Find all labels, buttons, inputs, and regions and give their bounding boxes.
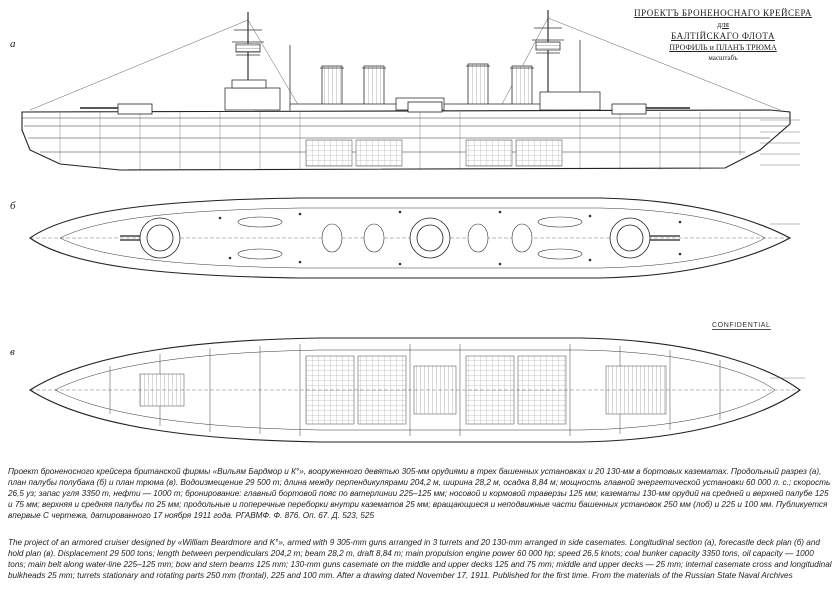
hull-profile: [21, 109, 791, 171]
title-line-1: ПРОЕКТЪ БРОНЕНОСНАГО КРЕЙСЕРА: [634, 8, 812, 18]
deck-funnels: [237, 216, 583, 260]
profile-view: [21, 10, 800, 171]
title-line-5: масштабъ: [708, 54, 738, 62]
ship-drawing: [21, 10, 805, 443]
deck-turrets: [120, 217, 680, 259]
hold-plan-view: [28, 337, 801, 443]
deck-plan-view: [29, 197, 792, 279]
title-line-4: ПРОФИЛЬ и ПЛАНЪ ТРЮМА: [669, 43, 777, 52]
boiler-rooms: [305, 139, 563, 167]
title-block: ПРОЕКТЪ БРОНЕНОСНАГО КРЕЙСЕРА для БАЛТІЙ…: [618, 8, 828, 62]
view-label-b: б: [10, 200, 16, 212]
caption-english: The project of an armored cruiser design…: [8, 538, 832, 581]
confidential-stamp: CONFIDENTIAL: [712, 322, 771, 330]
funnels: [320, 63, 534, 115]
caption-russian: Проект броненосного крейсера британской …: [8, 467, 831, 521]
title-line-2: для: [717, 20, 729, 29]
view-label-a: а: [10, 38, 16, 50]
main-mast: [499, 10, 781, 111]
turrets-profile: [80, 101, 690, 115]
title-line-3: БАЛТІЙСКАГО ФЛОТА: [671, 31, 775, 41]
view-label-c: в: [10, 346, 15, 358]
